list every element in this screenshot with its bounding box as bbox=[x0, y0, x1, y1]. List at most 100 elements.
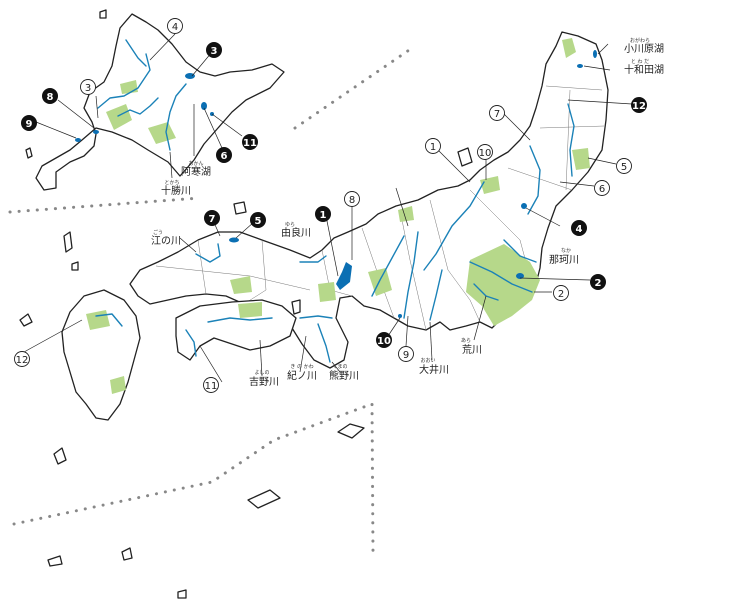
naka-ruby: なか bbox=[561, 247, 571, 254]
go-river bbox=[195, 243, 221, 263]
tanegashima-island bbox=[247, 489, 281, 509]
filled-marker-9-hokkaido: 9 bbox=[21, 115, 37, 131]
pref-border-11 bbox=[197, 239, 207, 295]
pref-border-2 bbox=[539, 125, 605, 129]
svg-text:10: 10 bbox=[479, 148, 492, 159]
filled-marker-1-honshu: 1 bbox=[315, 206, 331, 222]
svg-text:3: 3 bbox=[211, 46, 218, 57]
akan-ruby: あかん bbox=[188, 160, 203, 167]
naka-river-label: 那珂川 bbox=[549, 254, 579, 266]
outlined-marker-12-kyushu: 12 bbox=[14, 351, 30, 367]
svg-text:9: 9 bbox=[26, 119, 33, 130]
yakushima-island bbox=[337, 423, 365, 439]
lake-8 bbox=[93, 130, 99, 134]
oki-island bbox=[233, 201, 247, 215]
lake-towada-label: 十和田湖 bbox=[624, 63, 664, 76]
boundary-kyushu bbox=[12, 401, 375, 554]
boundary-hokkaido-north bbox=[293, 44, 417, 130]
place-labels: おがわら 小川原湖 と わ だ 十和田湖 あかん 阿寒湖 とかち 十勝川 ごう … bbox=[151, 37, 664, 388]
outlined-marker-6-honshu: 6 bbox=[594, 180, 610, 196]
outlined-marker-11-shikoku: 11 bbox=[203, 377, 219, 393]
tokachi-ruby: とかち bbox=[164, 179, 179, 186]
filled-markers: 3 8 9 11 6 12 1 7 5 4 2 10 bbox=[21, 42, 647, 348]
kyushu-plain-2 bbox=[110, 376, 126, 394]
tone-river bbox=[469, 261, 533, 293]
go-ruby: ごう bbox=[153, 229, 163, 236]
shikoku-island bbox=[175, 299, 297, 361]
yura-river-label: 由良川 bbox=[281, 226, 311, 239]
oi-river-label: 大井川 bbox=[419, 363, 449, 376]
tohoku-plain-2 bbox=[572, 148, 590, 170]
kumano-river-label: 熊野川 bbox=[329, 369, 359, 382]
honshu bbox=[129, 31, 609, 369]
shimanto-river bbox=[185, 329, 197, 357]
lake-akan bbox=[201, 102, 207, 110]
outlined-marker-8-honshu: 8 bbox=[344, 191, 360, 207]
lake-akan-label: 阿寒湖 bbox=[181, 165, 211, 178]
svg-text:9: 9 bbox=[403, 350, 409, 361]
outlined-marker-10-honshu: 10 bbox=[477, 144, 493, 160]
ara-ruby: あら bbox=[461, 338, 471, 344]
lake-suwa bbox=[398, 314, 402, 318]
svg-text:5: 5 bbox=[621, 162, 627, 173]
svg-text:2: 2 bbox=[595, 278, 602, 289]
svg-text:3: 3 bbox=[85, 83, 91, 94]
shikoku bbox=[175, 299, 297, 361]
yura-ruby: ゆら bbox=[285, 222, 295, 228]
outlined-marker-7-honshu: 7 bbox=[489, 105, 505, 121]
svg-text:10: 10 bbox=[377, 336, 391, 347]
iki-island bbox=[71, 261, 79, 271]
rishiri-island bbox=[99, 9, 107, 19]
goto-island bbox=[19, 313, 33, 327]
hokkaido-island bbox=[35, 13, 285, 191]
svg-text:12: 12 bbox=[16, 355, 29, 366]
ogawara-ruby: おがわら bbox=[630, 37, 650, 44]
kiso-river bbox=[371, 235, 405, 297]
outlined-markers: 4 3 7 1 10 5 6 8 2 9 12 11 bbox=[14, 18, 632, 393]
oi-ruby: おおい bbox=[420, 357, 435, 364]
pref-border-7 bbox=[399, 209, 427, 331]
filled-marker-10-honshu: 10 bbox=[376, 332, 392, 348]
kino-ruby: き の かわ bbox=[290, 363, 313, 370]
okushiri-island bbox=[25, 147, 33, 159]
lake-towada bbox=[577, 64, 583, 68]
hokkaido-plain-2 bbox=[148, 122, 176, 144]
naka-river bbox=[503, 239, 537, 263]
nobi-plain bbox=[368, 268, 392, 296]
kanto-plain bbox=[466, 244, 540, 326]
kyushu bbox=[19, 231, 141, 465]
tohoku-plain-3 bbox=[480, 176, 500, 194]
filled-marker-12-honshu: 12 bbox=[631, 97, 647, 113]
tokachi-river-label: 十勝川 bbox=[161, 184, 191, 197]
lake-biwa bbox=[336, 262, 352, 290]
lake-9 bbox=[75, 138, 81, 142]
lake-ogawara-label: 小川原湖 bbox=[624, 43, 664, 55]
svg-text:4: 4 bbox=[172, 22, 178, 33]
filled-marker-5-honshu: 5 bbox=[250, 212, 266, 228]
mogami-river bbox=[527, 145, 541, 215]
outlined-marker-1-honshu: 1 bbox=[425, 138, 441, 154]
filled-marker-3-hokkaido: 3 bbox=[206, 42, 222, 58]
svg-text:8: 8 bbox=[349, 195, 355, 206]
shinano-river bbox=[423, 181, 485, 271]
outlined-marker-5-honshu: 5 bbox=[616, 158, 632, 174]
outlined-marker-9-honshu: 9 bbox=[398, 346, 414, 362]
kino-river bbox=[299, 315, 333, 319]
teshio-river bbox=[125, 39, 147, 67]
pref-border-1 bbox=[545, 85, 603, 91]
filled-marker-11-hokkaido: 11 bbox=[242, 134, 258, 150]
outlined-marker-4-hokkaido: 4 bbox=[167, 18, 183, 34]
chikugo-river bbox=[95, 313, 123, 327]
boundary-hokkaido-west bbox=[8, 196, 202, 214]
svg-text:6: 6 bbox=[221, 151, 228, 162]
minor-island bbox=[177, 589, 187, 599]
svg-text:4: 4 bbox=[576, 224, 583, 235]
hokkaido-plain-1 bbox=[106, 104, 132, 130]
yoshino-river bbox=[207, 317, 273, 323]
svg-text:5: 5 bbox=[255, 216, 262, 227]
kitakami-river bbox=[567, 103, 575, 177]
filled-marker-6-hokkaido: 6 bbox=[216, 147, 232, 163]
lake-3 bbox=[185, 73, 195, 79]
filled-marker-4-honshu: 4 bbox=[571, 220, 587, 236]
